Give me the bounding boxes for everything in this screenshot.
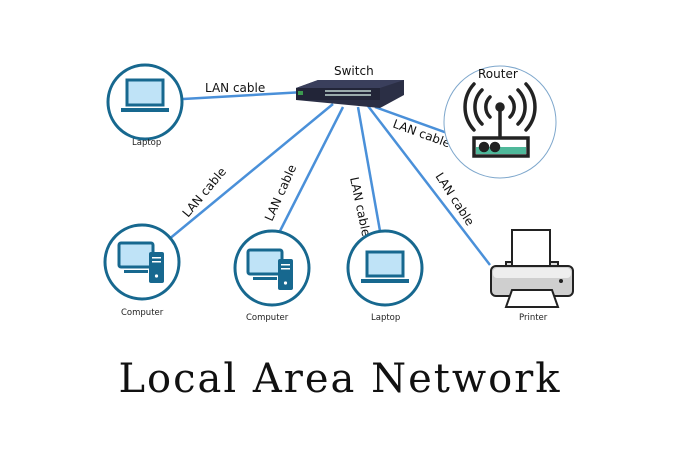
switch-label: Switch — [334, 64, 374, 78]
laptop-top-label: Laptop — [132, 138, 161, 148]
printer-icon — [490, 229, 574, 308]
router-label: Router — [478, 67, 518, 81]
cable-laptop-bottom — [356, 106, 382, 232]
switch-icon — [296, 80, 404, 108]
computer-2-icon — [246, 248, 293, 290]
cable-printer — [367, 105, 491, 266]
computer-2-label: Computer — [246, 313, 289, 323]
computer-1-label: Computer — [121, 308, 164, 318]
cable-label-laptop-top: LAN cable — [205, 81, 265, 95]
computer-1-icon — [117, 241, 164, 283]
laptop-bottom-label: Laptop — [371, 313, 400, 323]
cable-label-laptop-bottom: LAN cable — [347, 176, 373, 238]
cable-computer-1 — [167, 103, 334, 241]
cable-label-computer-2: LAN cable — [262, 162, 299, 223]
printer-label: Printer — [519, 313, 548, 323]
cable-computer-2 — [278, 106, 345, 232]
laptop-top-icon — [121, 78, 169, 112]
laptop-bottom-icon — [361, 250, 409, 283]
diagram-title: Local Area Network — [118, 356, 561, 402]
cable-label-router: LAN cable — [391, 117, 452, 151]
router-icon — [463, 82, 537, 158]
